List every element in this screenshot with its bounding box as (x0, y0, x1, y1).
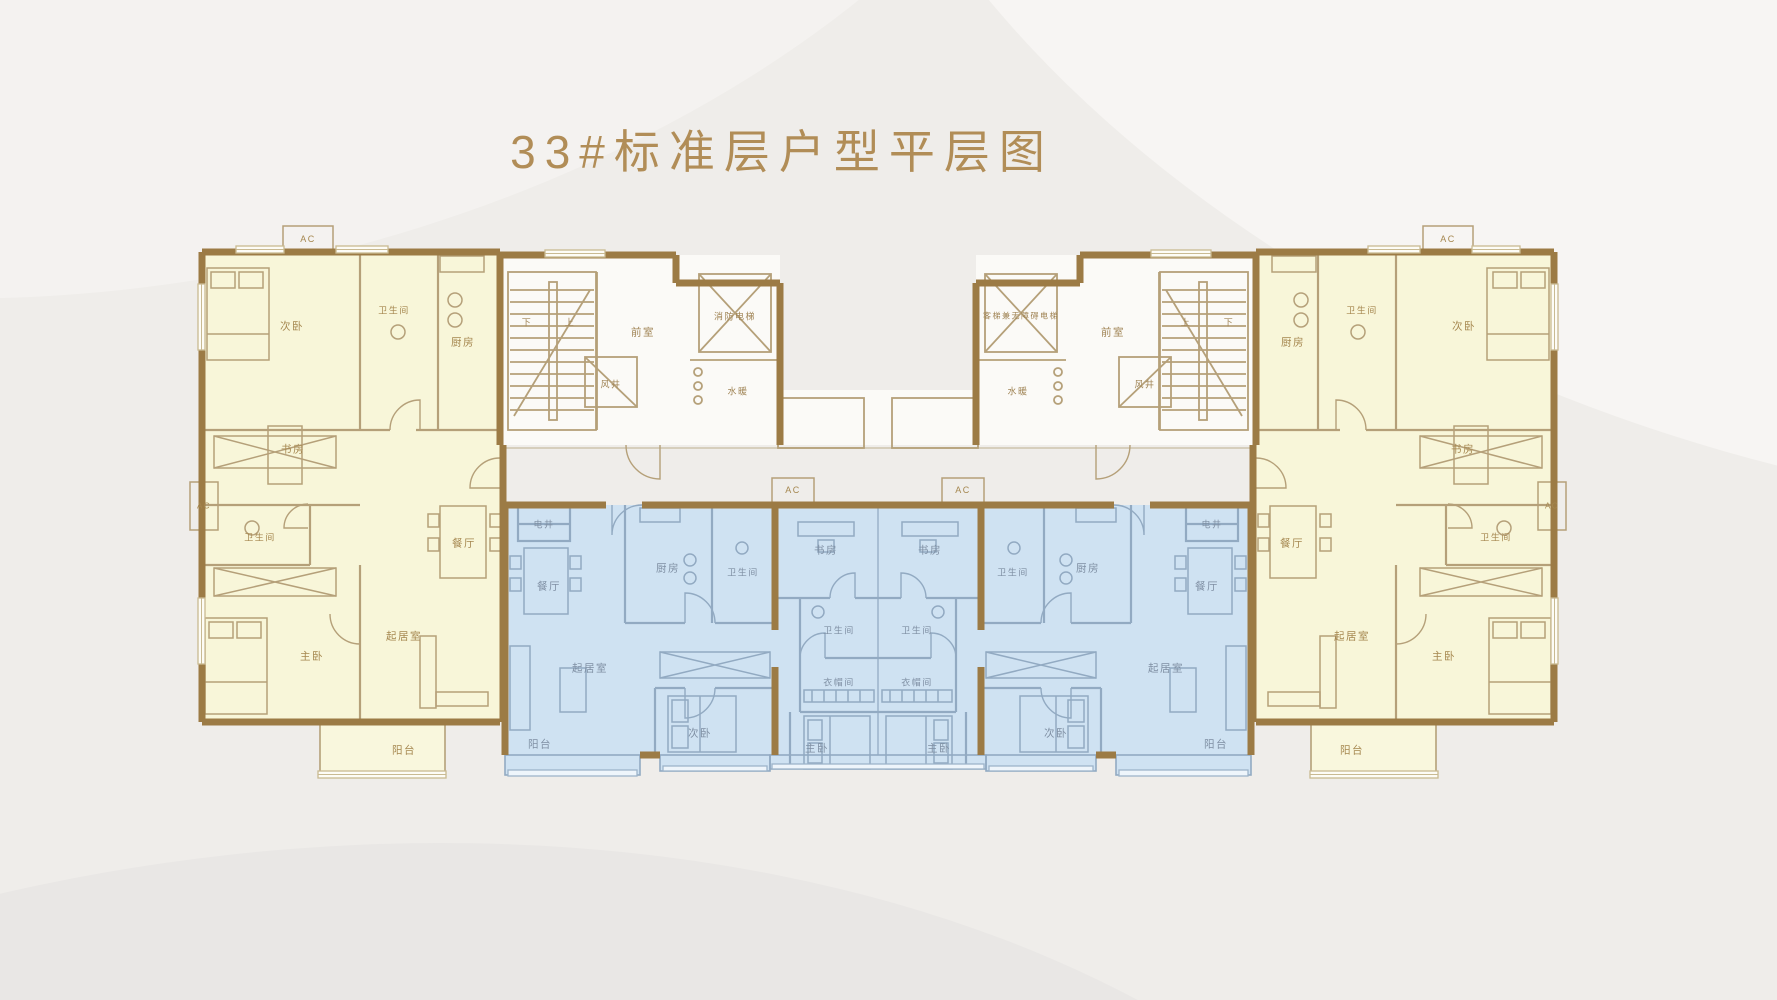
end-unit-partitions (202, 252, 1554, 722)
windows (197, 245, 1559, 779)
page-title: 33#标准层户型平层图 (510, 126, 1054, 178)
door-swings-end (283, 399, 1473, 645)
end-unit-furniture (189, 225, 1567, 715)
unit-fills (202, 252, 1554, 776)
door-swings-middle (611, 504, 1145, 719)
